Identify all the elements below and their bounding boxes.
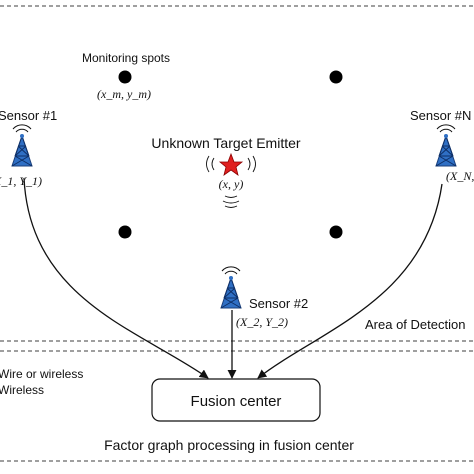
- monitoring-spots-label: Monitoring spots: [82, 51, 170, 65]
- fusion-center-label: Fusion center: [191, 393, 282, 410]
- monitoring-spot: [329, 70, 343, 84]
- link-sensor1: [23, 177, 209, 379]
- sensorN-coord-label: (X_N, Y_N): [446, 169, 474, 183]
- sensorN-label: Sensor #N: [410, 108, 471, 123]
- sensor1-tower-icon: [11, 124, 33, 167]
- link-sensorN: [257, 183, 443, 379]
- target-star-icon: [218, 152, 244, 176]
- target-coord-label: (x, y): [219, 177, 244, 191]
- fusion-center-box: [151, 378, 321, 422]
- wireless-label: Wireless: [0, 383, 44, 397]
- monitoring-spot: [118, 70, 132, 84]
- target-emission-icon: [206, 155, 256, 208]
- sensor2-label: Sensor #2: [249, 296, 308, 311]
- wire-label: Wire or wireless: [0, 367, 83, 381]
- monitoring-spot: [329, 225, 343, 239]
- area-of-detection-label: Area of Detection: [365, 317, 465, 332]
- sensor2-coord-label: (X_2, Y_2): [236, 315, 288, 329]
- sensorN-tower-icon: [435, 124, 457, 167]
- monitoring-coord-label: (x_m, y_m): [97, 87, 151, 101]
- monitoring-spot: [118, 225, 132, 239]
- sensor1-label: Sensor #1: [0, 108, 57, 123]
- footer-label: Factor graph processing in fusion center: [104, 437, 354, 453]
- sensor2-tower-icon: [220, 266, 242, 309]
- target-label: Unknown Target Emitter: [151, 135, 300, 151]
- sensor1-coord-label: (X_1, Y_1): [0, 174, 42, 188]
